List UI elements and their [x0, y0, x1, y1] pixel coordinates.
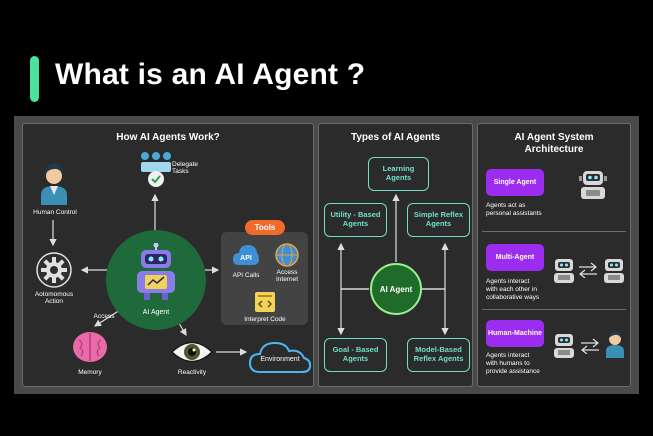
code-file-icon — [255, 292, 275, 312]
tools-badge: Tools — [245, 220, 285, 235]
globe-icon — [275, 243, 299, 267]
reactivity-label: Reactivity — [177, 369, 207, 376]
cloud-icon — [248, 341, 312, 373]
learning-agents-box: Learning Agents — [368, 157, 429, 191]
robot-icon — [554, 334, 574, 358]
multi-agent-description: Agents interact with each other in colla… — [486, 278, 540, 301]
title-accent-bar — [30, 56, 39, 102]
access-label: Access — [93, 313, 115, 320]
page-title: What is an AI Agent ? — [55, 58, 366, 91]
robot-icon — [137, 243, 175, 300]
types-arrows — [337, 193, 449, 336]
human-control-icon — [41, 163, 67, 205]
brain-icon — [73, 332, 107, 362]
divider — [482, 231, 626, 232]
how-agents-work-title: How AI Agents Work? — [116, 132, 220, 143]
human-machine-description: Agents interact with humans to provide a… — [486, 352, 540, 375]
robot-icon — [604, 259, 624, 283]
environment-label: Environment — [260, 356, 300, 363]
exchange-arrows-icon — [581, 338, 599, 354]
utility-based-agents-box: Utility - Based Agents — [324, 203, 387, 237]
robot-icon — [554, 259, 574, 283]
api-calls-icon: API — [233, 245, 259, 265]
interpret-code-label: Interpret Code — [244, 316, 286, 323]
simple-reflex-agents-box: Simple Reflex Agents — [407, 203, 470, 237]
goal-based-agents-box: Goal - Based Agents — [324, 338, 387, 372]
gear-icon — [36, 252, 72, 288]
delegate-tasks-icon — [141, 152, 171, 187]
multi-agent-badge: Multi-Agent — [486, 244, 544, 271]
svg-text:API: API — [240, 255, 252, 262]
types-of-agents-title: Types of AI Agents — [350, 132, 441, 143]
single-agent-badge: Single Agent — [486, 169, 544, 196]
ai-agent-core: AI Agent — [370, 263, 422, 315]
model-based-reflex-agents-box: Model-Based Reflex Agents — [407, 338, 470, 372]
robot-icon — [579, 171, 607, 199]
exchange-arrows-icon — [579, 262, 597, 278]
human-icon — [606, 331, 624, 358]
architecture-title: AI Agent System Architecture — [514, 132, 594, 155]
human-control-label: Human Control — [33, 209, 77, 216]
eye-icon — [170, 341, 214, 363]
autonomous-action-label: Aotomomous Action — [34, 291, 74, 306]
divider — [482, 309, 626, 310]
human-machine-badge: Human-Machine — [486, 320, 544, 347]
single-agent-description: Agents act as personal assistants — [486, 202, 542, 217]
memory-label: Memory — [78, 369, 102, 376]
delegate-tasks-label: Delegate Tasks — [172, 161, 199, 176]
ai-agent-label: AI Agent — [142, 309, 170, 316]
access-internet-label: Access Internet — [275, 269, 299, 284]
api-calls-label: API Calls — [232, 272, 260, 279]
